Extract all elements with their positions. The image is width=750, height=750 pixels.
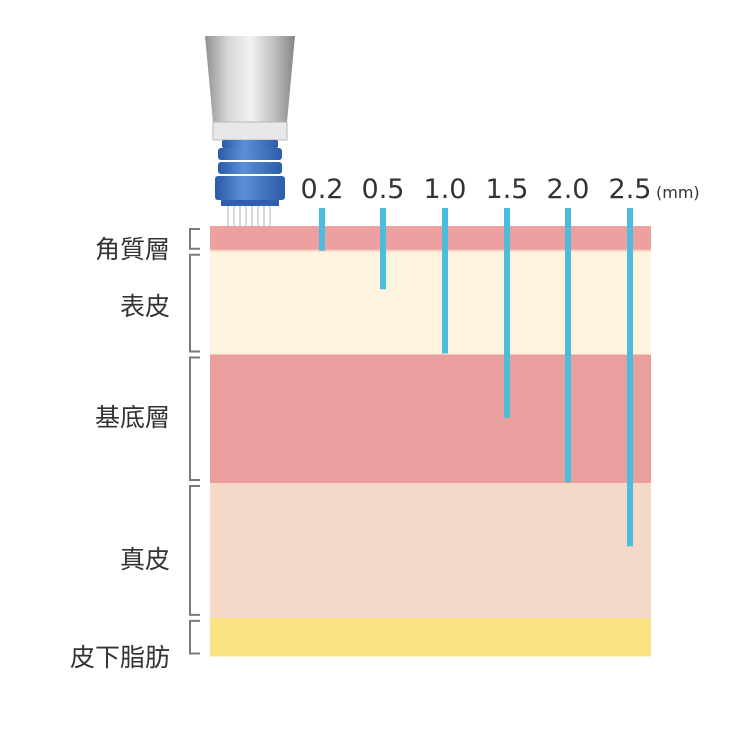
pen-head-neck <box>222 140 278 148</box>
layer-label-dermis: 真皮 <box>120 545 170 574</box>
needle-0-2 <box>319 208 325 251</box>
bracket-stratum-corneum <box>189 228 200 250</box>
bracket-basal-layer <box>189 356 200 481</box>
layer-labels: 角質層 表皮 基底層 真皮 皮下脂肪 <box>70 235 170 672</box>
depth-label-0-2: 0.2 <box>301 174 344 205</box>
layer-label-stratum-corneum: 角質層 <box>95 235 170 264</box>
layer-label-basal-layer: 基底層 <box>95 403 170 432</box>
needle-depth-markers <box>319 208 633 547</box>
pen-barrel <box>205 36 295 122</box>
layer-stratum-corneum <box>210 226 651 252</box>
pen-head-band-1 <box>218 148 282 160</box>
microneedle-pen-icon <box>205 36 295 226</box>
needle-2-5 <box>627 208 633 547</box>
bracket-epidermis <box>189 253 200 353</box>
needle-1-5 <box>504 208 510 418</box>
skin-layers <box>210 226 651 657</box>
depth-label-2-5: 2.5 <box>609 174 652 205</box>
depth-label-1-5: 1.5 <box>486 174 529 205</box>
layer-label-epidermis: 表皮 <box>120 292 170 321</box>
pen-head-band-3 <box>215 176 285 200</box>
pen-collar <box>212 121 288 141</box>
layer-label-subcutaneous-fat: 皮下脂肪 <box>70 643 170 672</box>
bracket-subcutaneous-fat <box>189 619 200 655</box>
layer-brackets <box>189 228 200 655</box>
pen-needle-tips <box>227 206 271 226</box>
layer-basal-layer <box>210 354 651 483</box>
layer-dermis <box>210 483 651 618</box>
depth-unit-label: (mm) <box>656 183 700 202</box>
pen-head-band-2 <box>218 162 282 174</box>
needle-0-5 <box>380 208 386 290</box>
depth-label-0-5: 0.5 <box>362 174 405 205</box>
needle-1-0 <box>442 208 448 354</box>
depth-label-2-0: 2.0 <box>547 174 590 205</box>
layer-subcutaneous-fat <box>210 617 651 657</box>
needle-2-0 <box>565 208 571 482</box>
depth-label-1-0: 1.0 <box>424 174 467 205</box>
bracket-dermis <box>189 485 200 616</box>
layer-epidermis <box>210 251 651 355</box>
pen-head-tip <box>221 200 279 206</box>
depth-labels: 0.2 0.5 1.0 1.5 2.0 2.5 (mm) <box>301 174 700 205</box>
